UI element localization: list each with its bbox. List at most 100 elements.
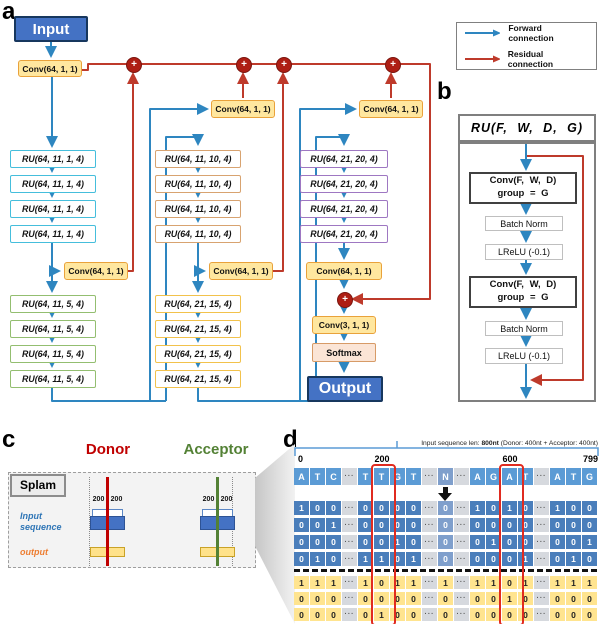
- residual-connection-lines: [82, 63, 431, 305]
- acceptor-site-line: [216, 477, 219, 566]
- ru-block: RU(64, 21, 15, 4): [155, 370, 241, 388]
- output-cell: ···: [454, 592, 469, 605]
- softmax-layer: Softmax: [312, 343, 376, 362]
- onehot-cell: 1: [390, 535, 405, 549]
- output-cell: 0: [518, 592, 533, 605]
- onehot-cell: 0: [406, 501, 421, 515]
- nucleotide-cell: A: [294, 468, 309, 485]
- onehot-cell: ···: [342, 535, 357, 549]
- position-0: 0: [298, 454, 304, 464]
- acceptor-window-left-bracket: [202, 509, 217, 516]
- onehot-cell: 0: [550, 518, 565, 532]
- nucleotide-cell: T: [566, 468, 581, 485]
- ru-block: RU(64, 21, 15, 4): [155, 320, 241, 338]
- panel-label-a: a: [2, 0, 16, 25]
- output-cell: 0: [374, 592, 389, 605]
- onehot-cell: ···: [422, 552, 437, 566]
- ru-stack-2b: RU(64, 21, 15, 4) RU(64, 21, 15, 4) RU(64,…: [155, 295, 241, 388]
- position-799: 799: [582, 454, 598, 464]
- sequence-span-bracket: [294, 441, 599, 456]
- ru-conv-1: Conv(F, W, D) group = G: [469, 172, 577, 204]
- nucleotide-cell: A: [550, 468, 565, 485]
- nucleotide-cell: T: [518, 468, 533, 485]
- forward-connection-lines: [45, 42, 357, 402]
- ru-block: RU(64, 21, 15, 4): [155, 345, 241, 363]
- donor-window-right-bracket: [108, 509, 123, 516]
- output-cell: 0: [406, 608, 421, 621]
- output-cell: 0: [438, 592, 453, 605]
- onehot-cell: 0: [358, 535, 373, 549]
- residual-add-3: +: [276, 57, 292, 73]
- onehot-cell: ···: [422, 535, 437, 549]
- output-cell: ···: [422, 592, 437, 605]
- nucleotide-cell: T: [406, 468, 421, 485]
- output-cell: 0: [406, 592, 421, 605]
- nucleotide-cell: A: [502, 468, 517, 485]
- output-cell: 1: [294, 576, 309, 589]
- output-cell: 0: [470, 592, 485, 605]
- onehot-cell: 0: [326, 552, 341, 566]
- output-cell: 1: [502, 592, 517, 605]
- architecture-connections: [45, 42, 431, 402]
- onehot-cell: 0: [470, 535, 485, 549]
- onehot-cell: 0: [486, 518, 501, 532]
- onehot-cell: ···: [422, 501, 437, 515]
- output-cell: ···: [454, 576, 469, 589]
- onehot-cell: 0: [518, 535, 533, 549]
- onehot-cell: 0: [374, 501, 389, 515]
- nucleotide-cell: T: [358, 468, 373, 485]
- residual-add-1: +: [126, 57, 142, 73]
- ru-block: RU(64, 11, 10, 4): [155, 175, 241, 193]
- onehot-cell: 1: [550, 501, 565, 515]
- residual-arrow-icon: [465, 55, 500, 63]
- onehot-cell: 0: [390, 501, 405, 515]
- output-label: output: [20, 547, 48, 557]
- ru-block: RU(64, 11, 10, 4): [155, 150, 241, 168]
- onehot-cell: 1: [358, 552, 373, 566]
- ru-block: RU(64, 11, 1, 4): [10, 225, 96, 243]
- output-cell: ···: [342, 592, 357, 605]
- onehot-cell: 0: [582, 501, 597, 515]
- onehot-cell: 0: [438, 518, 453, 532]
- ru-block: RU(64, 21, 15, 4): [155, 295, 241, 313]
- position-600: 600: [502, 454, 518, 464]
- onehot-cell: 0: [310, 518, 325, 532]
- ru-batchnorm-2: Batch Norm: [485, 321, 563, 336]
- acceptor-heading: Acceptor: [183, 441, 249, 458]
- output-cell: ···: [342, 576, 357, 589]
- onehot-cell: 0: [390, 518, 405, 532]
- onehot-cell: 1: [486, 535, 501, 549]
- ru-block: RU(64, 11, 1, 4): [10, 175, 96, 193]
- onehot-cell: 0: [502, 535, 517, 549]
- onehot-cell: 0: [486, 552, 501, 566]
- onehot-cell: ···: [454, 501, 469, 515]
- ru-block: RU(64, 11, 1, 4): [10, 200, 96, 218]
- acceptor-window-right-bracket: [218, 509, 233, 516]
- onehot-cell: 1: [310, 552, 325, 566]
- onehot-cell: ···: [534, 518, 549, 532]
- onehot-cell: 0: [438, 501, 453, 515]
- residual-add-2: +: [236, 57, 252, 73]
- residual-add-final: +: [337, 292, 353, 308]
- acceptor-window-right-200: 200: [220, 496, 233, 503]
- conv-mid-col2: Conv(64, 1, 1): [209, 262, 273, 280]
- onehot-cell: 1: [374, 552, 389, 566]
- ru-block: RU(64, 11, 5, 4): [10, 370, 96, 388]
- nucleotide-cell: ···: [534, 468, 549, 485]
- output-box: Output: [307, 376, 383, 402]
- onehot-cell: 0: [358, 518, 373, 532]
- onehot-cell: 1: [566, 552, 581, 566]
- ru-block: RU(64, 11, 5, 4): [10, 320, 96, 338]
- ru-block: RU(64, 11, 5, 4): [10, 345, 96, 363]
- output-cell: 0: [294, 608, 309, 621]
- output-cell: 1: [326, 576, 341, 589]
- output-cell: 1: [518, 576, 533, 589]
- output-cell: 0: [486, 608, 501, 621]
- conv-initial: Conv(64, 1, 1): [18, 60, 82, 77]
- nucleotide-cell: ···: [454, 468, 469, 485]
- ru-conv-1-line2: group = G: [497, 188, 549, 199]
- onehot-cell: 0: [438, 552, 453, 566]
- output-cell: 0: [518, 608, 533, 621]
